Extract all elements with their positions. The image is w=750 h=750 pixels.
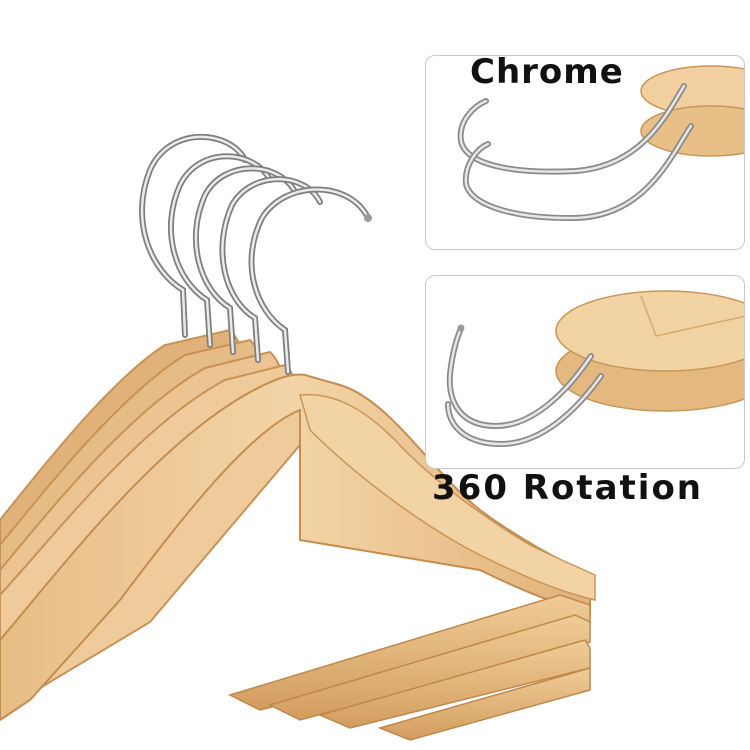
hanger-bodies <box>0 328 596 722</box>
hook-2 <box>168 153 273 348</box>
hanger-bar-1 <box>227 594 591 711</box>
hook-3 <box>192 165 298 355</box>
hanger-bar-4 <box>377 667 591 741</box>
wood-disc-seam <box>640 295 744 337</box>
chrome-detail-photo <box>457 65 744 222</box>
hook-tip <box>457 324 465 332</box>
rotation-detail-photo <box>445 290 744 448</box>
hook-1 <box>139 133 248 338</box>
hanger-bars <box>227 594 591 741</box>
wood-disc-front <box>555 290 744 372</box>
hanger-side-face <box>299 393 596 601</box>
rotation-detail-inset <box>425 275 745 469</box>
rotation-caption: 360 Rotation <box>432 468 704 508</box>
chrome-caption: Chrome <box>470 52 624 92</box>
hanger-bar-3 <box>317 639 591 729</box>
chrome-detail-inset <box>425 55 745 250</box>
hanger-bar-2 <box>267 614 591 721</box>
hook-4 <box>219 176 323 363</box>
hook-5 <box>248 186 371 375</box>
chrome-hooks <box>139 133 372 375</box>
hook-tip-5 <box>364 214 372 222</box>
